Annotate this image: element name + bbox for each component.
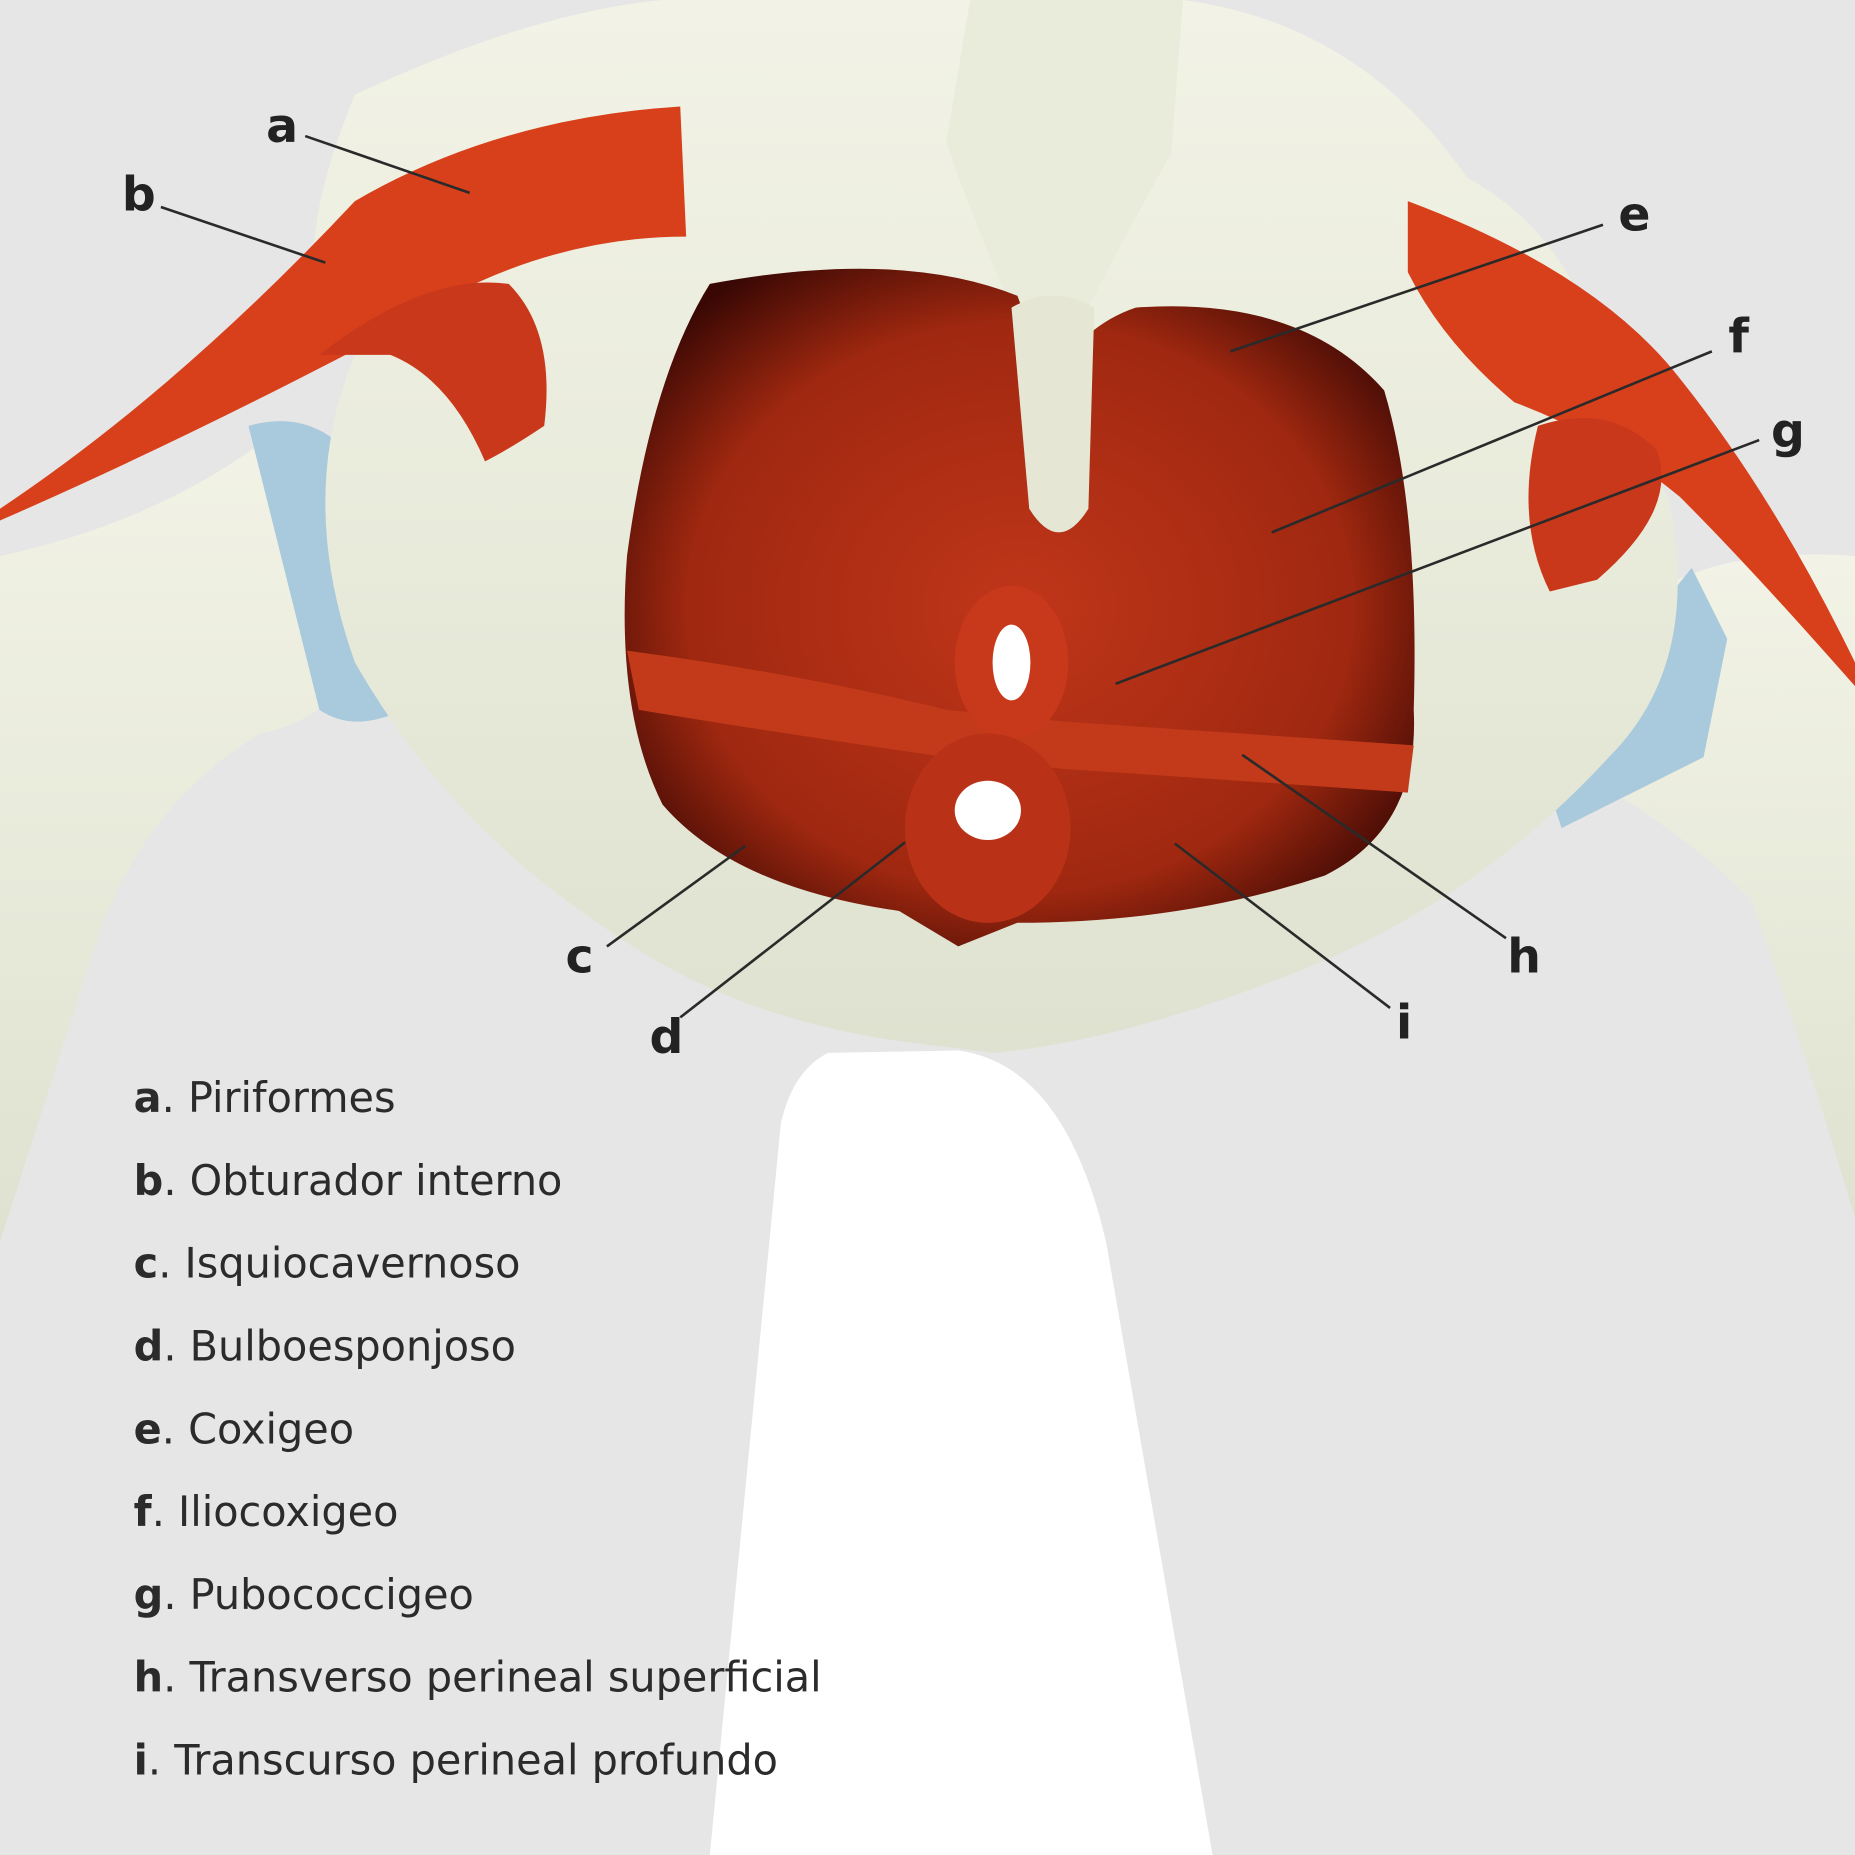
legend-item-d: d. Bulboesponjoso xyxy=(134,1322,516,1370)
leader-lines xyxy=(160,134,1760,1019)
label-d: d xyxy=(649,1010,683,1065)
legend-item-i: i. Transcurso perineal profundo xyxy=(134,1737,778,1785)
label-i: i xyxy=(1396,996,1412,1051)
right-obturator xyxy=(1528,418,1662,592)
label-g: g xyxy=(1771,404,1805,459)
legend: a. Piriformes b. Obturador interno c. Is… xyxy=(134,1074,822,1785)
label-a: a xyxy=(266,99,298,154)
display-stand xyxy=(709,1050,1213,1855)
legend-item-g: g. Pubococcigeo xyxy=(134,1571,474,1619)
label-f: f xyxy=(1728,310,1749,365)
left-obturator xyxy=(319,282,547,462)
left-piriformis xyxy=(0,106,687,521)
label-c: c xyxy=(565,929,593,984)
label-h: h xyxy=(1507,929,1541,984)
legend-item-b: b. Obturador interno xyxy=(134,1157,563,1205)
legend-item-a: a. Piriformes xyxy=(134,1074,396,1122)
anal-opening xyxy=(992,624,1031,701)
legend-item-c: c. Isquiocavernoso xyxy=(134,1240,521,1288)
legend-item-f: f. Iliocoxigeo xyxy=(134,1488,399,1536)
coccyx xyxy=(1011,295,1095,533)
sacrum xyxy=(946,0,1184,509)
label-b: b xyxy=(122,168,156,223)
vaginal-opening xyxy=(954,780,1021,840)
left-femur xyxy=(0,425,368,1243)
label-e: e xyxy=(1618,188,1650,243)
legend-item-h: h. Transverso perineal superficial xyxy=(134,1654,822,1702)
legend-item-e: e. Coxigeo xyxy=(134,1405,354,1453)
